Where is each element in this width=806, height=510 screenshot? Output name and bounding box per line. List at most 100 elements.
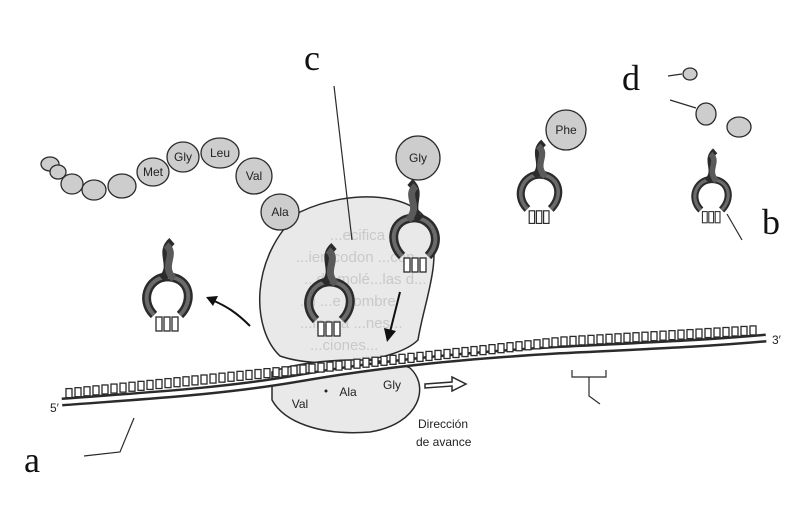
trna-stem-strand <box>325 247 339 287</box>
mrna-base <box>227 371 235 382</box>
mrna-base <box>686 328 694 340</box>
mrna-base <box>380 355 388 366</box>
direction-label-line1: Dirección <box>418 417 468 431</box>
mrna-base <box>659 330 667 341</box>
mrna-base <box>182 376 190 387</box>
mrna-base <box>83 386 91 397</box>
mrna-base <box>317 362 325 373</box>
mrna-base <box>740 325 748 337</box>
mrna-base <box>434 349 442 361</box>
label-a-pointer <box>83 417 135 457</box>
anticodon-base <box>543 210 550 224</box>
mrna-base <box>74 387 82 398</box>
mrna-base <box>335 360 343 371</box>
mrna-base <box>101 384 109 395</box>
direction-label-line2: de avance <box>416 435 472 449</box>
mrna-base <box>452 347 460 359</box>
mrna-base <box>641 331 649 342</box>
trna-a-site <box>389 178 440 273</box>
mrna-base <box>425 350 433 362</box>
mrna-base <box>551 337 559 348</box>
trna-stem-strand <box>405 183 419 223</box>
mrna-base <box>704 327 712 339</box>
anticodon-base <box>171 316 179 332</box>
trna-exiting <box>142 237 193 332</box>
mrna-base <box>263 367 271 379</box>
mrna-base <box>515 341 523 352</box>
mrna-base <box>272 367 280 378</box>
mrna-base <box>110 383 118 394</box>
mrna-base <box>200 374 208 385</box>
entry-arrow-icon <box>389 291 401 333</box>
mrna-base <box>164 377 172 389</box>
anticodon-base <box>325 321 333 337</box>
anticodon-base <box>419 257 427 273</box>
anticodon-base <box>528 210 536 224</box>
mrna-base <box>398 353 406 364</box>
mrna-base <box>713 327 721 338</box>
anticodon-base <box>701 211 708 224</box>
entry-arrow-head <box>384 328 396 342</box>
mrna-base <box>353 358 361 369</box>
residue-ala <box>260 193 300 231</box>
mrna-base <box>191 375 199 386</box>
mrna-base <box>308 363 316 374</box>
mrna-base <box>560 336 568 347</box>
mrna-base <box>479 344 487 356</box>
trna-stem-strand <box>535 143 548 179</box>
mrna-base <box>596 334 604 345</box>
mrna-base <box>587 334 595 346</box>
mrna-base <box>668 330 676 341</box>
svg-text:...ecifica: ...ecifica <box>330 227 386 244</box>
free-amino-acid <box>682 67 698 81</box>
mrna-base <box>155 378 163 390</box>
label-d: d <box>622 58 640 98</box>
mrna-base <box>209 373 217 384</box>
mrna-base <box>218 372 226 383</box>
exit-arrow-head <box>206 296 218 306</box>
trna-phe <box>516 139 563 224</box>
mrna-base <box>389 354 397 365</box>
residue-label-leu: Leu <box>210 146 230 160</box>
codon-dot <box>324 389 328 393</box>
trna-stem-strand <box>708 151 719 184</box>
codon-label-gly: Gly <box>383 378 401 392</box>
mrna-base <box>344 359 352 370</box>
mrna-base <box>722 326 730 338</box>
mrna-base <box>623 332 631 343</box>
five-prime-label: 5′ <box>50 401 60 415</box>
mrna-base <box>173 377 181 388</box>
residue-leu <box>200 137 240 169</box>
mrna-base <box>254 368 262 380</box>
amino-acid-gly-entering <box>395 135 441 181</box>
mrna-base <box>677 329 685 340</box>
residue-label-ala: Ala <box>271 205 289 219</box>
trna-p-site <box>304 242 355 337</box>
mrna-base <box>614 333 622 344</box>
mrna-base <box>128 381 136 392</box>
svg-text:...ciones...: ...ciones... <box>310 337 378 354</box>
mrna-base <box>416 351 424 363</box>
codon-label-val: Val <box>292 397 308 411</box>
mrna-base <box>290 365 298 376</box>
residue-label-met: Met <box>143 165 164 179</box>
codon-label-ala: Ala <box>339 385 357 399</box>
anticodon-base <box>155 316 163 332</box>
mrna-base <box>695 328 703 339</box>
mrna-base <box>92 385 100 396</box>
mrna-base <box>605 333 613 344</box>
mrna-base <box>137 380 145 391</box>
amino-acid-phe <box>545 109 587 151</box>
mrna-base <box>299 364 307 375</box>
mrna-base <box>749 325 757 336</box>
residue-bead <box>81 179 107 201</box>
mrna-base <box>533 339 541 350</box>
label-c-pointer <box>333 85 353 241</box>
anticodon-base <box>403 257 411 273</box>
residue-gly <box>166 141 200 173</box>
mrna-base <box>542 338 550 349</box>
anticodon-base <box>333 321 341 337</box>
residue-val <box>235 157 273 195</box>
amino-acid-label-gly: Gly <box>409 151 427 165</box>
